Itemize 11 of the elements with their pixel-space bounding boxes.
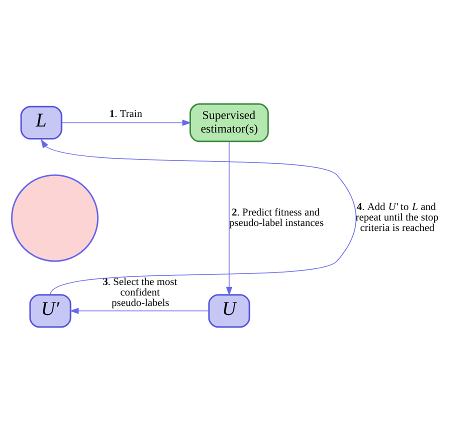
edge-label: 1. Train: [109, 108, 142, 120]
node-circle: [11, 174, 99, 262]
node-box: U: [208, 294, 250, 328]
node-box: Supervised estimator(s): [190, 103, 269, 142]
arrow: [40, 138, 356, 296]
edge-label: 4. Add U′ to L and repeat until the stop criteria is reached: [356, 202, 439, 234]
arrow: [226, 141, 232, 296]
node-box: L: [20, 106, 62, 140]
arrow: [61, 120, 192, 126]
arrow: [70, 308, 210, 314]
node-box: U′: [29, 294, 72, 328]
